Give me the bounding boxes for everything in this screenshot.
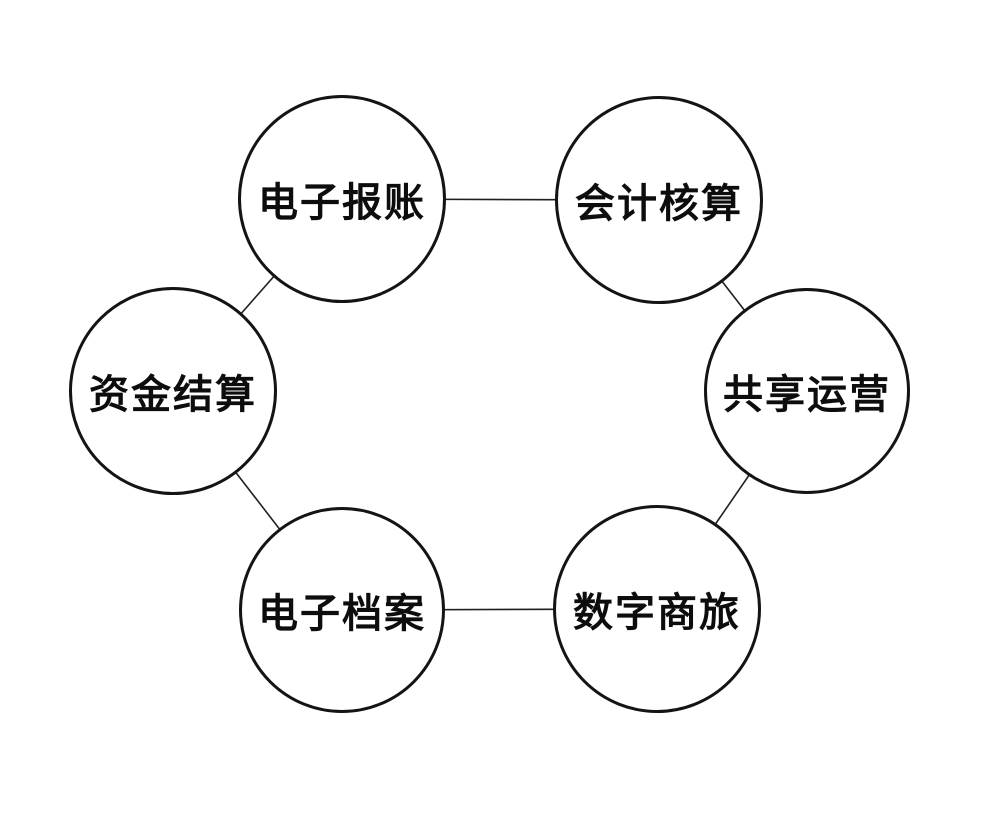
node-shared-operations-label: 共享运营 (723, 371, 891, 418)
node-electronic-reimbursement: 电子报账 (238, 95, 446, 303)
node-shared-operations: 共享运营 (704, 288, 910, 494)
node-digital-business-travel-label: 数字商旅 (573, 589, 741, 636)
node-fund-settlement-label: 资金结算 (89, 371, 257, 418)
node-accounting: 会计核算 (555, 96, 763, 304)
node-digital-business-travel: 数字商旅 (553, 505, 761, 713)
node-accounting-label: 会计核算 (575, 180, 743, 227)
node-electronic-archives-label: 电子档案 (258, 590, 426, 637)
node-electronic-archives: 电子档案 (239, 507, 445, 713)
node-electronic-reimbursement-label: 电子报账 (258, 179, 426, 226)
node-fund-settlement: 资金结算 (69, 287, 277, 495)
